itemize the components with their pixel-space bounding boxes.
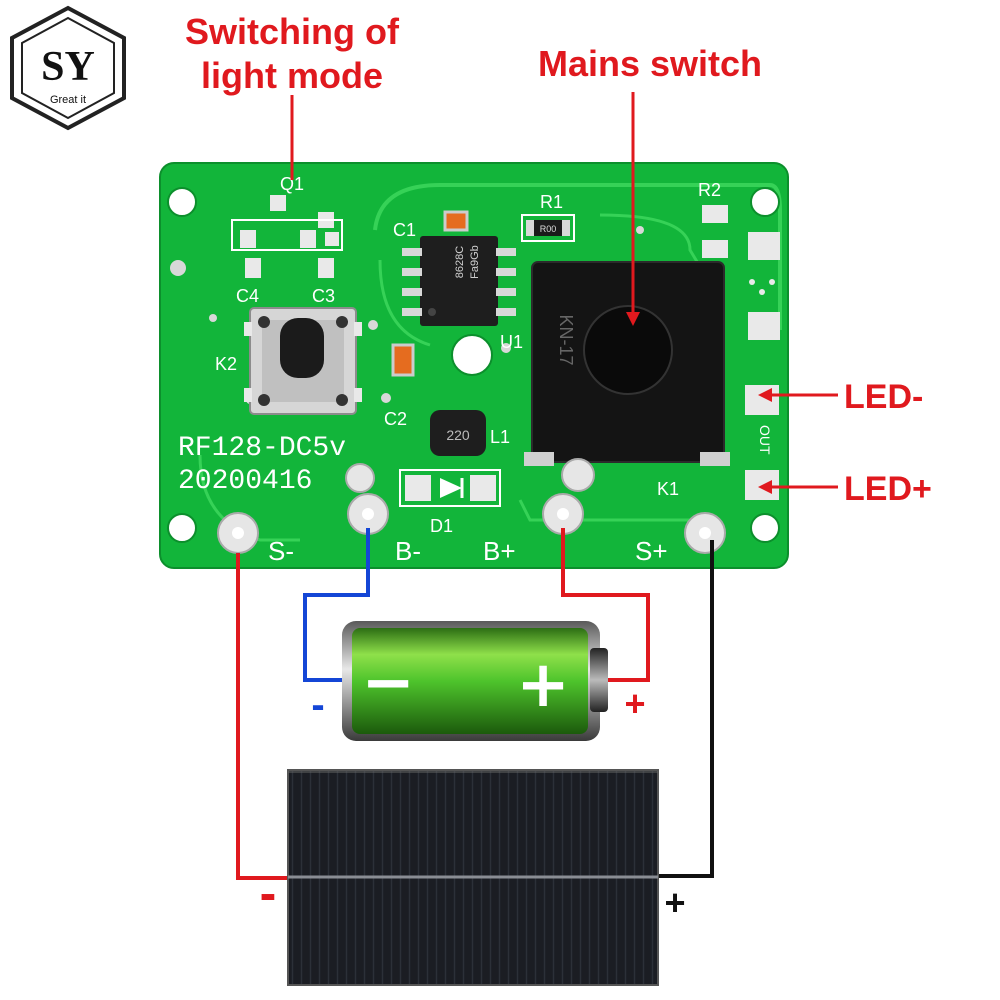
label-mode-switch-line2: light mode: [201, 55, 383, 96]
label-mains-switch: Mains switch: [538, 43, 762, 84]
pad-label-b-minus: B-: [395, 536, 421, 566]
battery-positive-mark: +: [624, 683, 645, 724]
logo-letters: SY: [41, 44, 95, 90]
ref-d1: D1: [430, 516, 453, 536]
ic-marking-2: Fa9Gb: [469, 245, 481, 279]
ref-q1: Q1: [280, 174, 304, 194]
ref-c2: C2: [384, 409, 407, 429]
battery: − +: [342, 621, 608, 741]
board-model: RF128-DC5v: [178, 433, 346, 464]
k2-mode-button[interactable]: [244, 307, 362, 415]
label-led-minus: LED-: [844, 378, 923, 416]
battery-plus-symbol: +: [516, 648, 570, 722]
pad-label-s-minus: S-: [268, 536, 294, 566]
wire-solar-positive: [658, 540, 714, 878]
wire-battery-positive: [561, 528, 650, 682]
ref-k2: K2: [215, 354, 237, 374]
pad-label-s-plus: S+: [635, 536, 668, 566]
battery-negative-mark: -: [311, 683, 324, 727]
wire-solar-negative: [236, 553, 290, 880]
board-date: 20200416: [178, 466, 312, 497]
q1-transistor: [231, 195, 343, 251]
ref-out: OUT: [757, 425, 773, 455]
resistor-marking: R00: [540, 224, 557, 234]
logo-tagline: Great it: [50, 94, 86, 106]
switch-marking: KN-17: [556, 314, 576, 365]
wiring: [236, 528, 714, 880]
u1-chip: 8628C Fa9Gb: [402, 236, 516, 326]
solar-negative-mark: -: [260, 865, 277, 921]
solar-panel: [287, 769, 659, 986]
battery-minus-symbol: −: [361, 646, 415, 720]
d1-diode: [399, 469, 501, 507]
pad-label-b-plus: B+: [483, 536, 516, 566]
ref-c3: C3: [312, 286, 335, 306]
pad-s-minus[interactable]: [217, 512, 259, 554]
r1-resistor: R00: [521, 214, 575, 242]
ref-c4: C4: [236, 286, 259, 306]
ref-l1: L1: [490, 427, 510, 447]
inductor-marking: 220: [446, 427, 470, 443]
wire-battery-negative: [303, 528, 370, 682]
pcb-board: Q1 C4 C3 K2 C1: [159, 162, 789, 569]
ref-k1: K1: [657, 479, 679, 499]
k1-mains-switch[interactable]: KN-17: [524, 261, 730, 466]
ref-r2: R2: [698, 180, 721, 200]
ref-c1: C1: [393, 220, 416, 240]
pad-s-plus[interactable]: [684, 512, 726, 554]
ic-marking-1: 8628C: [454, 246, 466, 278]
brand-logo: SY Great it: [10, 5, 126, 131]
pad-b-minus[interactable]: [347, 493, 389, 535]
l1-inductor: 220: [430, 410, 486, 456]
label-led-plus: LED+: [844, 470, 932, 508]
ref-r1: R1: [540, 192, 563, 212]
label-mode-switch-line1: Switching of: [185, 11, 400, 52]
callout-lines: [290, 92, 838, 494]
solar-positive-mark: +: [664, 882, 685, 923]
ref-u1: U1: [500, 332, 523, 352]
